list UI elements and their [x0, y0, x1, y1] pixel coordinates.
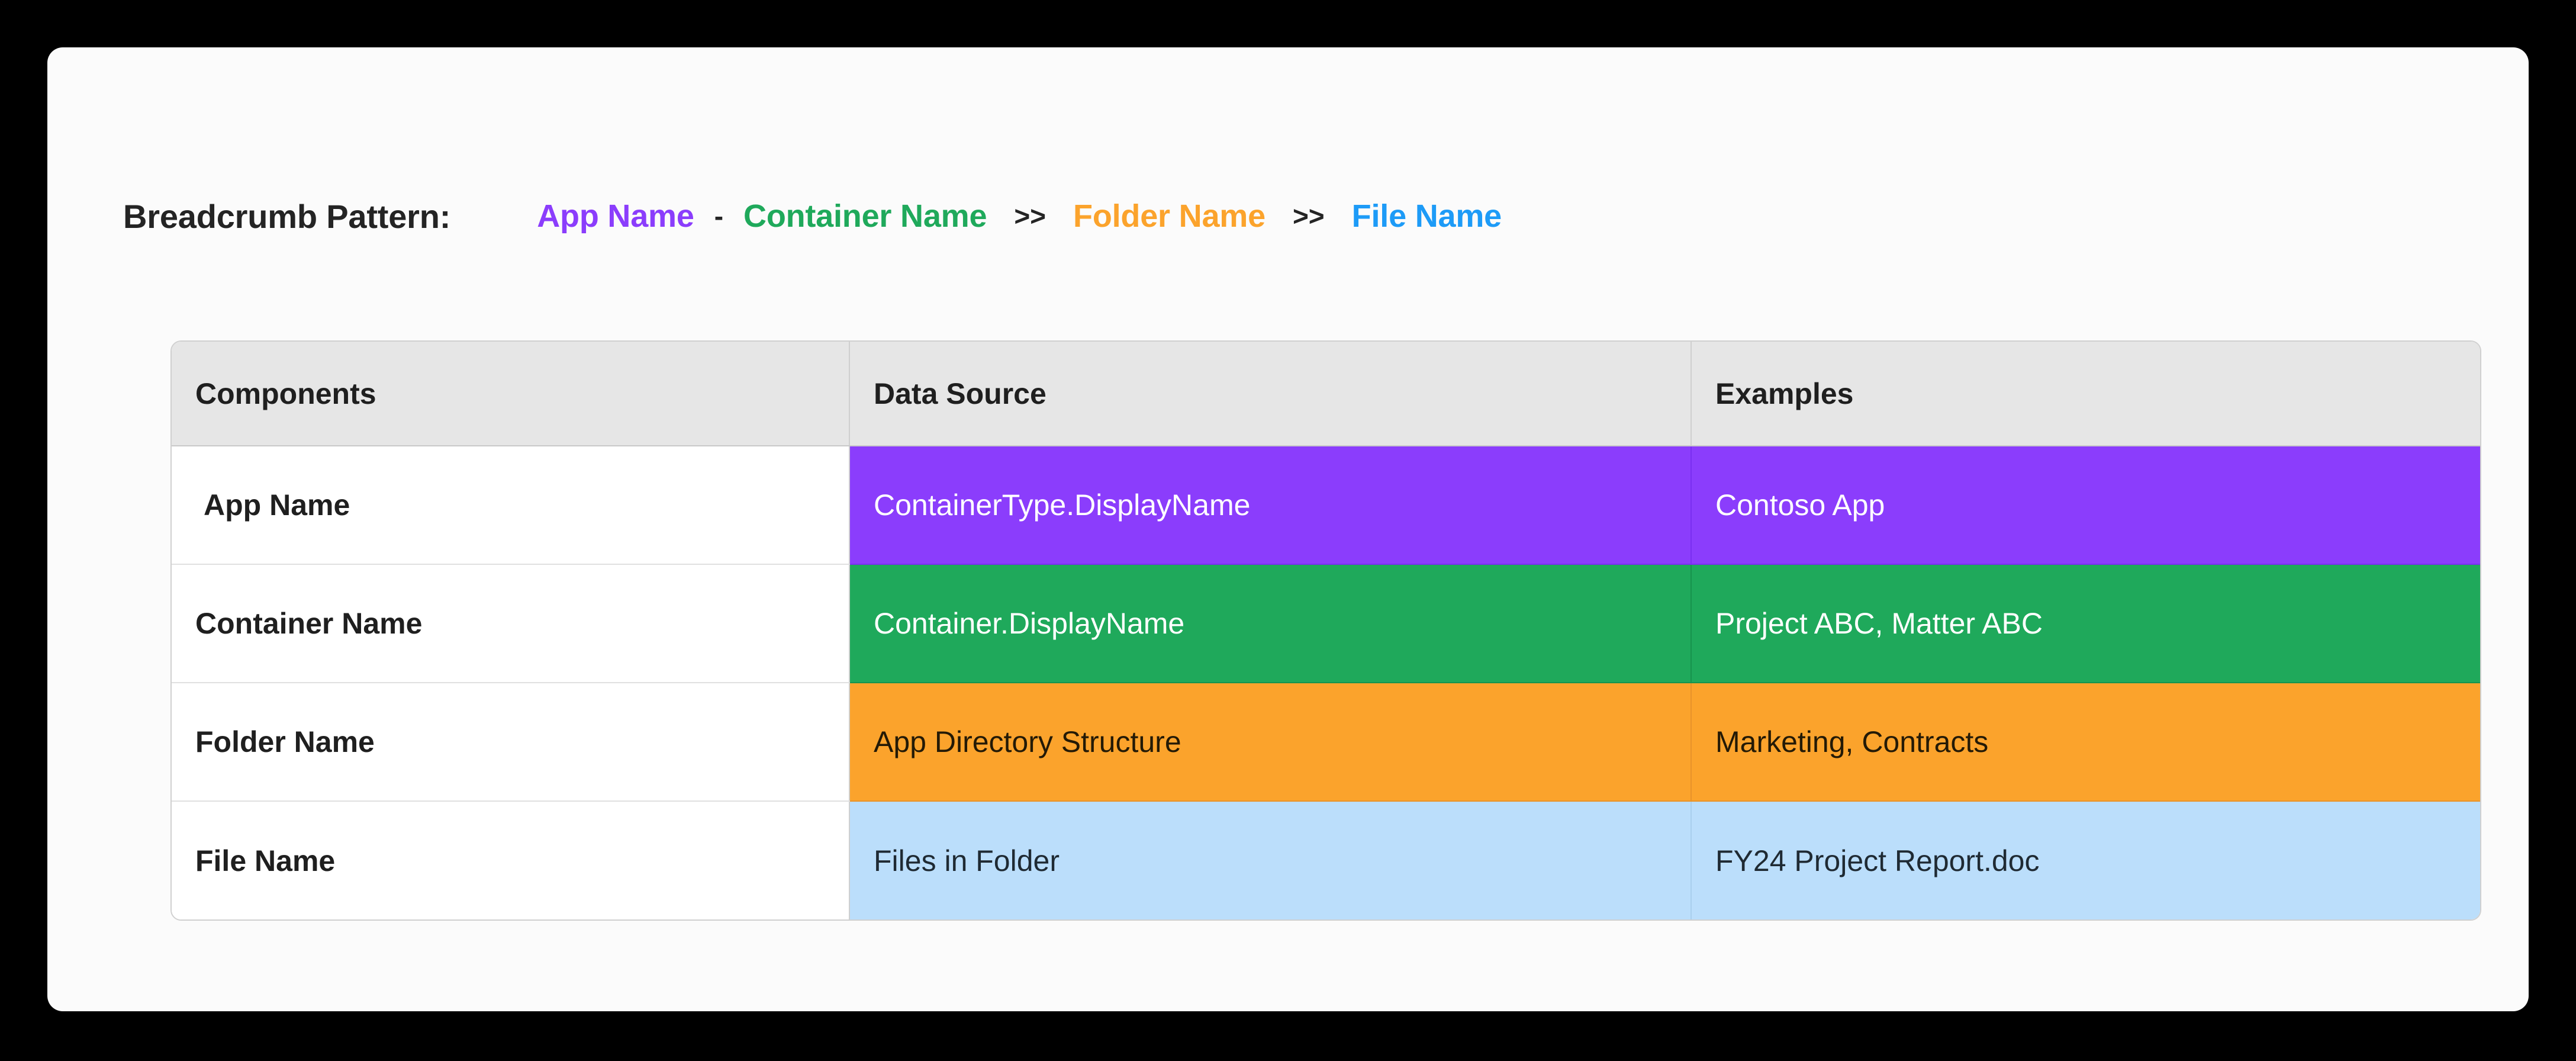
table-row: Container Name Container.DisplayName Pro…	[172, 564, 2480, 683]
column-header-data-source: Data Source	[849, 342, 1692, 446]
cell-component: App Name	[172, 446, 850, 565]
cell-data-source: Files in Folder	[849, 801, 1692, 919]
cell-component: File Name	[172, 801, 850, 919]
breadcrumb-header: Breadcrumb Pattern: App Name - Container…	[123, 192, 1502, 240]
breadcrumb-components-table: Components Data Source Examples App Name…	[170, 340, 2481, 921]
page-title: Breadcrumb Pattern:	[123, 197, 451, 235]
table-header-row: Components Data Source Examples	[172, 342, 2480, 446]
breadcrumb: App Name - Container Name >> Folder Name…	[537, 198, 1502, 234]
breadcrumb-item-container-name[interactable]: Container Name	[743, 198, 987, 234]
column-header-examples: Examples	[1691, 342, 2480, 446]
table-row: File Name Files in Folder FY24 Project R…	[172, 801, 2480, 919]
breadcrumb-separator-chevron-1-icon: >>	[1014, 201, 1046, 232]
cell-data-source: ContainerType.DisplayName	[849, 446, 1692, 565]
column-header-components: Components	[172, 342, 850, 446]
breadcrumb-separator-dash: -	[714, 201, 724, 232]
table-row: Folder Name App Directory Structure Mark…	[172, 683, 2480, 802]
cell-examples: Marketing, Contracts	[1691, 683, 2480, 802]
cell-data-source: App Directory Structure	[849, 683, 1692, 802]
breadcrumb-separator-chevron-2-icon: >>	[1292, 201, 1325, 232]
table-row: App Name ContainerType.DisplayName Conto…	[172, 446, 2480, 565]
breadcrumb-item-file-name[interactable]: File Name	[1351, 198, 1502, 234]
cell-component: Container Name	[172, 564, 850, 683]
cell-data-source: Container.DisplayName	[849, 564, 1692, 683]
cell-examples: FY24 Project Report.doc	[1691, 801, 2480, 919]
breadcrumb-pattern-card: Breadcrumb Pattern: App Name - Container…	[47, 47, 2529, 1011]
cell-examples: Contoso App	[1691, 446, 2480, 565]
breadcrumb-item-app-name[interactable]: App Name	[537, 198, 694, 234]
cell-examples: Project ABC, Matter ABC	[1691, 564, 2480, 683]
breadcrumb-item-folder-name[interactable]: Folder Name	[1073, 198, 1266, 234]
cell-component: Folder Name	[172, 683, 850, 802]
